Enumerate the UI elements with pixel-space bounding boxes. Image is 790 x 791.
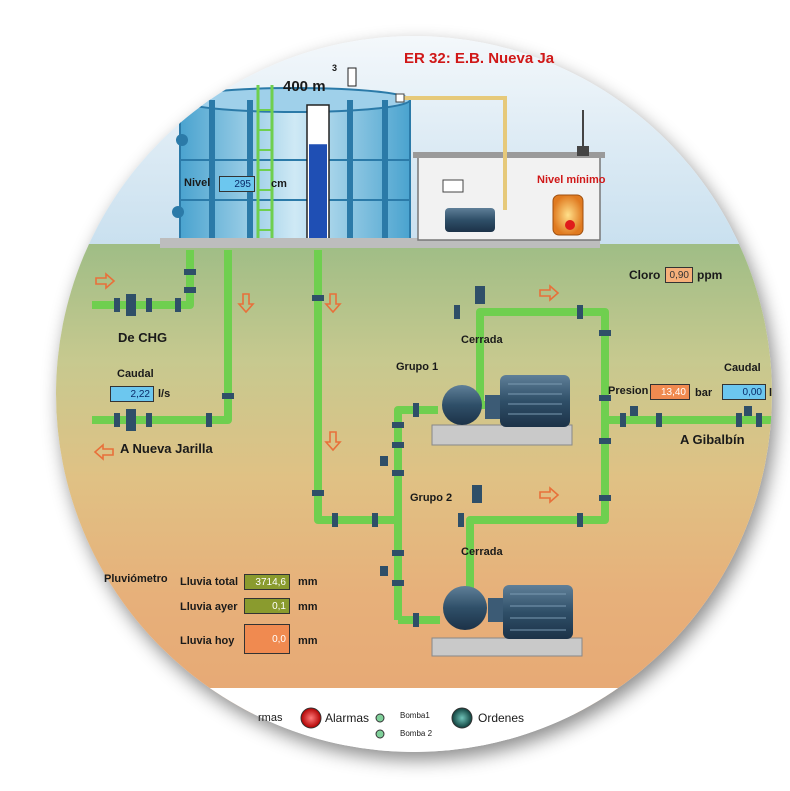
min-level-alarm-icon [565,220,575,230]
pluviometro-label: Pluviómetro [104,573,168,585]
cloro-label: Cloro [629,268,661,282]
nivel-label: Nivel [184,177,211,189]
tank-level-fill [309,144,327,240]
grupo1-valve-label: Cerrada [461,334,503,346]
lluvia-total-label: Lluvia total [180,576,239,588]
pump-house-window [442,179,464,193]
pump-grupo1-icon [431,375,573,446]
bomba1-label: Bomba1 [400,711,430,720]
grupo2-valve-label: Cerrada [461,546,503,558]
valves [126,286,752,576]
house-pump-icon [445,208,495,232]
presion-unit: bar [695,387,713,399]
page-title: ER 32: E.B. Nueva Ja [404,50,555,67]
flow-arrow-right-icon [539,486,560,504]
lluvia-total-value-field: 3714,6 [244,574,290,590]
bomba2-indicator-icon [375,729,385,739]
pump-grupo2-icon [431,585,583,657]
bomba1-indicator-icon [375,713,385,723]
ordenes-label[interactable]: Ordenes [478,711,525,725]
pipe-flanges [114,269,762,627]
valve-grupo1-icon [475,286,485,304]
valve-de-chg-icon [126,294,136,316]
cloro-unit: ppm [697,268,723,282]
water-tank [160,67,600,248]
lluvia-hoy-value-field: 0,0 [244,624,290,654]
caudal-left-unit: l/s [158,388,171,400]
caudal-left-value-field: 2,22 [110,386,154,402]
lluvia-ayer-label: Lluvia ayer [180,601,238,613]
caudal-right-value-field: 0,00 [722,384,766,400]
nivel-value-field: 295 [219,176,255,192]
pump-house [413,110,605,241]
presion-value-field: 13,40 [650,384,690,400]
grupo2-label: Grupo 2 [410,492,453,504]
tank-volume-label: 400 m [283,78,326,95]
scada-diagram [92,67,772,739]
lluvia-total-unit: mm [298,576,318,588]
chlorine-tank-icon [552,194,584,236]
flow-arrow-down-icon [324,431,342,452]
valve-nueva-jarilla-icon [126,409,136,431]
nivel-minimo-label: Nivel mínimo [537,174,606,186]
cloro-value-field: 0,90 [665,267,693,283]
flow-arrow-down-icon [237,293,255,314]
tank-vent [347,67,357,87]
valve-grupo2-icon [472,485,482,503]
tank-inlet-valve-icon [176,134,188,146]
tank-base [160,238,600,248]
caudal-left-label: Caudal [117,368,154,380]
lluvia-hoy-unit: mm [298,635,318,647]
caudal-right-label: Caudal [724,362,761,374]
ordenes-indicator-icon[interactable] [451,707,473,729]
overhead-pipe [400,96,507,210]
presion-label: Presion [608,385,649,397]
tank-volume-superscript: 3 [332,63,338,73]
legend-bar [56,688,772,752]
gibalbin-label: A Gibalbín [680,432,745,447]
flow-arrow-left-icon [93,443,114,461]
flow-arrow-down-icon [324,293,342,314]
lluvia-ayer-unit: mm [298,601,318,613]
lluvia-hoy-label: Lluvia hoy [180,635,235,647]
alarmas-label[interactable]: Alarmas [325,711,370,725]
caudal-right-unit: l [769,387,773,399]
flow-arrows [93,272,560,504]
pipe-network [92,250,772,624]
grupo1-label: Grupo 1 [396,361,439,373]
nivel-unit: cm [271,178,287,190]
scada-circular-view [56,36,772,752]
flow-arrow-right-icon [95,272,116,290]
alarm-indicator-icon[interactable] [300,707,322,729]
nueva-jarilla-label: A Nueva Jarilla [120,441,213,456]
de-chg-label: De CHG [118,330,168,345]
ground-background [56,244,772,714]
lluvia-ayer-value-field: 0,1 [244,598,290,614]
bomba2-label: Bomba 2 [400,729,433,738]
tank-outlet-valve-icon [172,206,184,218]
tank-ladder [256,85,274,242]
flow-arrow-right-icon [539,284,560,302]
legend-partial-label: rmas [258,712,283,724]
